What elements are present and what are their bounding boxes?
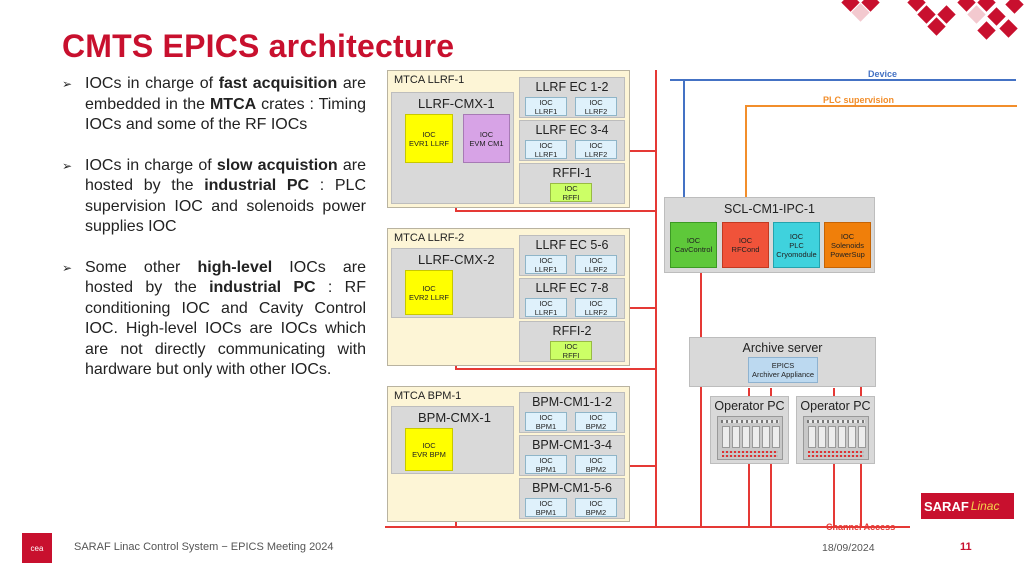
operator-pc: Operator PC	[796, 396, 875, 464]
plc-bus-drop	[745, 105, 747, 199]
device-legend: Device	[868, 69, 898, 79]
ec-title: RFFI-1	[552, 166, 592, 180]
bullet-list: ➢ IOCs in charge of fast acquisition are…	[62, 74, 366, 401]
ec-title: LLRF EC 3-4	[535, 123, 609, 137]
cmx-title: BPM-CMX-1	[418, 410, 491, 425]
ec-title: BPM-CM1-5-6	[532, 481, 612, 495]
link-line	[630, 465, 655, 467]
page-number: 11	[960, 541, 972, 553]
arrow-bullet-icon: ➢	[62, 77, 73, 91]
operator-pc-title: Operator PC	[714, 399, 785, 413]
server-rack-icon	[717, 416, 783, 460]
cmx-title: LLRF-CMX-1	[418, 96, 495, 111]
ec-title: BPM-CM1-1-2	[532, 395, 612, 409]
link-line	[630, 150, 655, 152]
cea-logo: cea	[22, 533, 52, 563]
channel-access-legend: Channel Access	[826, 522, 896, 532]
operator-pc-title: Operator PC	[800, 399, 871, 413]
footer-date: 18/09/2024	[822, 542, 875, 554]
arrow-bullet-icon: ➢	[62, 260, 73, 275]
link-line	[455, 368, 655, 370]
ec-title: RFFI-2	[552, 324, 592, 338]
crate-title: MTCA BPM-1	[394, 390, 462, 402]
plc-legend: PLC supervision	[823, 95, 895, 105]
crate-title: MTCA LLRF-1	[394, 74, 465, 86]
ec-title: LLRF EC 5-6	[535, 238, 609, 252]
archive-title: Archive server	[742, 341, 823, 355]
link-line	[455, 210, 655, 212]
operator-pc: Operator PC	[710, 396, 789, 464]
bullet-item: ➢ Some other high-level IOCs are hosted …	[62, 258, 366, 379]
ec-title: LLRF EC 1-2	[535, 80, 609, 94]
link-line	[630, 307, 655, 309]
ec-title: LLRF EC 7-8	[535, 281, 609, 295]
ec-title: BPM-CM1-3-4	[532, 438, 612, 452]
footer-text: SARAF Linac Control System − EPICS Meeti…	[74, 541, 334, 553]
arrow-bullet-icon: ➢	[62, 158, 73, 173]
device-bus-drop	[683, 79, 685, 199]
bullet-item: ➢ IOCs in charge of fast acquisition are…	[62, 75, 366, 133]
crate-title: MTCA LLRF-2	[394, 232, 465, 244]
link-line	[700, 270, 702, 526]
server-rack-icon	[803, 416, 869, 460]
cmx-title: LLRF-CMX-2	[418, 252, 495, 267]
ipc-title: SCL-CM1-IPC-1	[724, 202, 815, 216]
channel-access-bus-horizontal	[385, 526, 910, 528]
page-title: CMTS EPICS architecture	[62, 28, 455, 64]
plc-bus-line	[745, 105, 1017, 107]
bullet-item: ➢ IOCs in charge of slow acquistion are …	[62, 156, 366, 236]
channel-access-bus-vertical	[655, 70, 657, 528]
device-bus-line	[670, 79, 1016, 81]
